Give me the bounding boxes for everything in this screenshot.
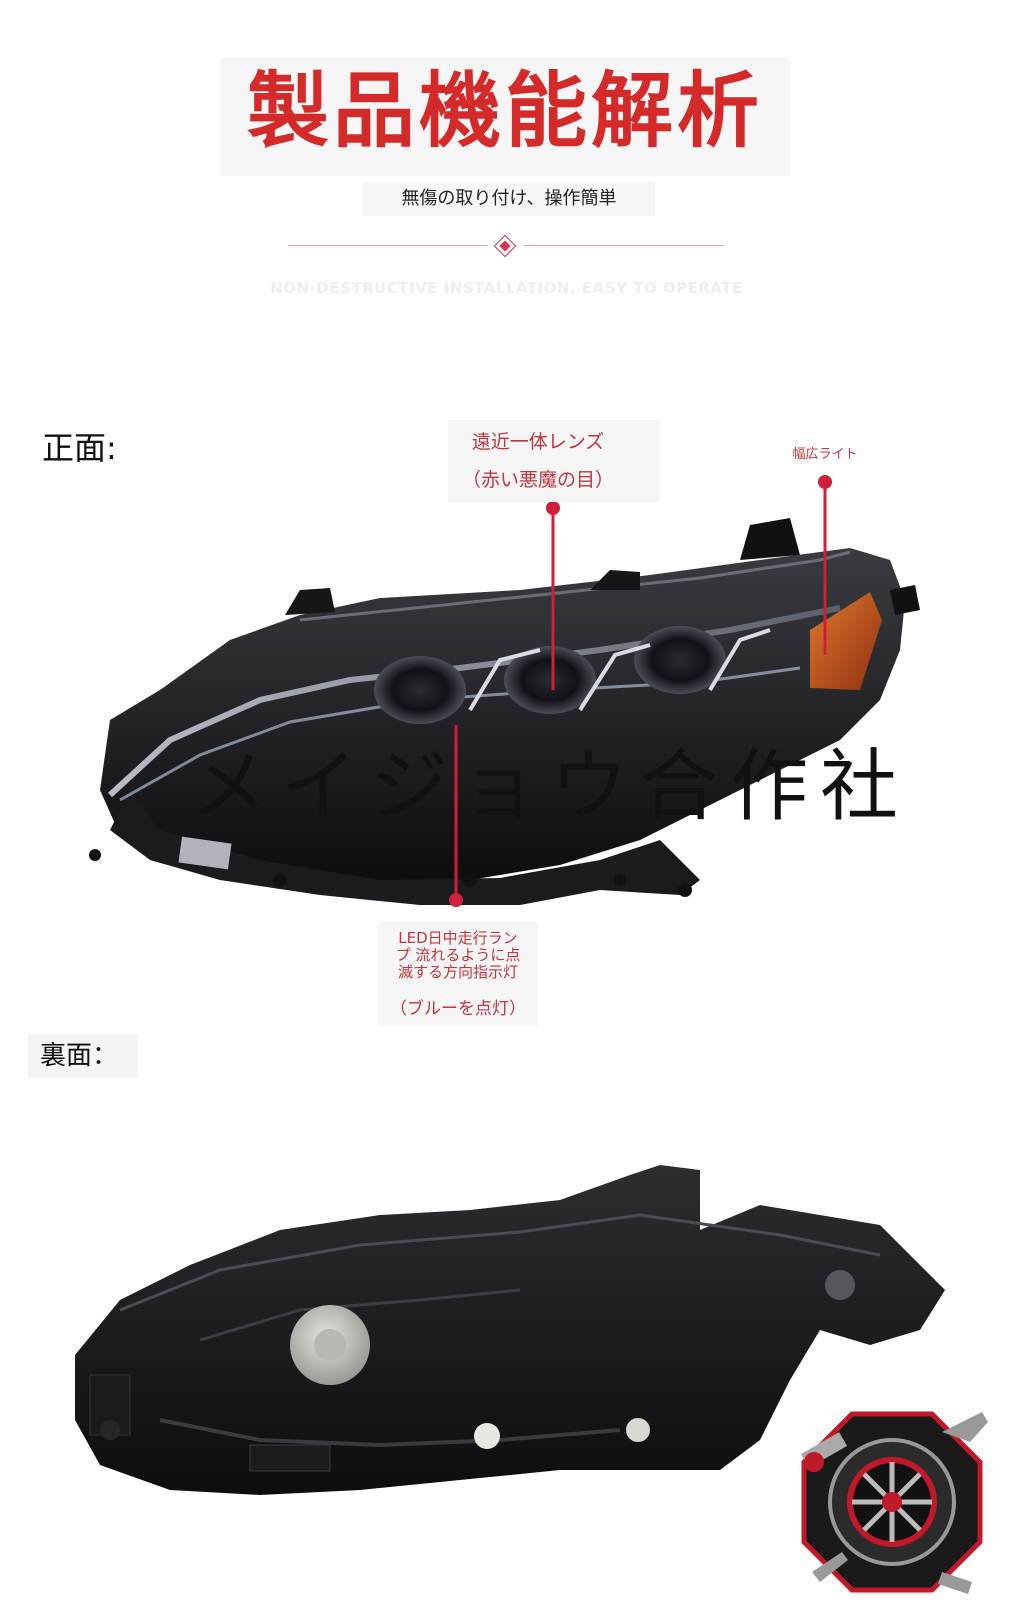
lens-callout-background	[448, 420, 660, 502]
title-background	[220, 58, 790, 176]
drl-callout-dot	[449, 893, 463, 907]
drl-callout-background	[378, 922, 538, 1026]
drl-callout-text: LED日中走行ラン プ 流れるように点 滅する方向指示灯	[380, 930, 536, 981]
lens-callout-dot	[546, 501, 560, 515]
divider-left	[288, 245, 488, 246]
lens-callout-line2: （赤い悪魔の目）	[461, 469, 614, 491]
back-view-label: 裏面：	[40, 1041, 119, 1071]
page-subtitle: 無傷の取り付け、操作簡単	[401, 188, 617, 209]
side-light-callout: 幅広ライト	[792, 447, 858, 462]
front-view-label: 正面:	[42, 429, 117, 467]
subtitle-background	[363, 182, 655, 216]
back-view-label-box: 裏面：	[28, 1034, 138, 1078]
side-callout-dot	[818, 475, 832, 489]
watermark-text: メイジョウ合作社	[190, 742, 911, 832]
drl-callout-line3: 滅する方向指示灯	[397, 963, 518, 981]
gear-wheel-wrench-logo-icon	[800, 1411, 988, 1594]
divider-right	[524, 245, 724, 246]
lens-callout-line1: 遠近一体レンズ	[471, 431, 605, 453]
drl-callout-line4: （ブルーを点灯）	[390, 999, 526, 1019]
drl-callout-line1: LED日中走行ラン	[398, 929, 518, 947]
page-title: 製品機能解析	[246, 64, 763, 159]
english-subtitle: NON-DESTRUCTIVE INSTALLATION, EASY TO OP…	[270, 279, 743, 297]
amber-reflector	[810, 592, 882, 690]
drl-callout-line2: プ 流れるように点	[395, 946, 521, 964]
